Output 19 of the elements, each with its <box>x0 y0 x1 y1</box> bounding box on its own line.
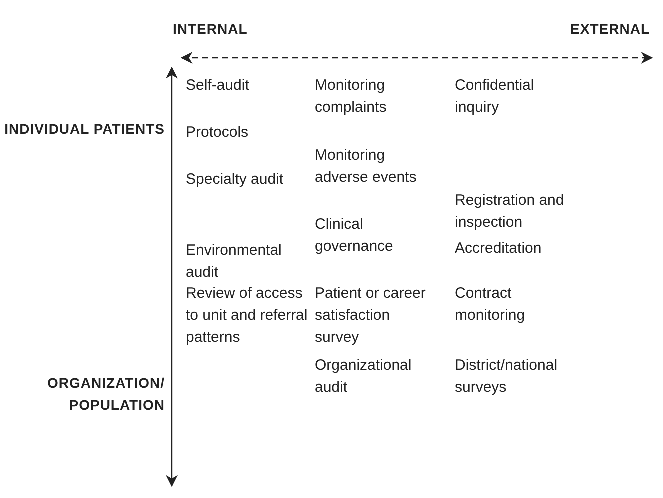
method-label: Monitoring adverse events <box>315 146 418 188</box>
method-label: Environmental audit <box>186 241 283 283</box>
axis-label: INDIVIDUAL PATIENTS <box>4 120 165 139</box>
method-label: Protocols <box>186 123 250 143</box>
method-label: District/national surveys <box>455 356 559 398</box>
method-label: Review of access to unit and referral patterns <box>186 284 309 348</box>
axis-label: ORGANIZATION/ POPULATION <box>46 374 165 415</box>
method-label: Clinical governance <box>315 215 394 257</box>
method-label: Confidential inquiry <box>455 76 536 118</box>
method-label: Monitoring complaints <box>315 76 388 118</box>
method-label: Self-audit <box>186 76 250 96</box>
axis-label: INTERNAL <box>173 20 249 39</box>
axis-label: EXTERNAL <box>570 20 650 39</box>
method-label: Patient or career satisfaction survey <box>315 284 427 348</box>
method-label: Organizational audit <box>315 356 413 398</box>
method-label: Accreditation <box>455 239 543 259</box>
method-label: Contract monitoring <box>455 284 526 326</box>
method-label: Registration and inspection <box>455 191 566 233</box>
method-label: Specialty audit <box>186 170 285 190</box>
